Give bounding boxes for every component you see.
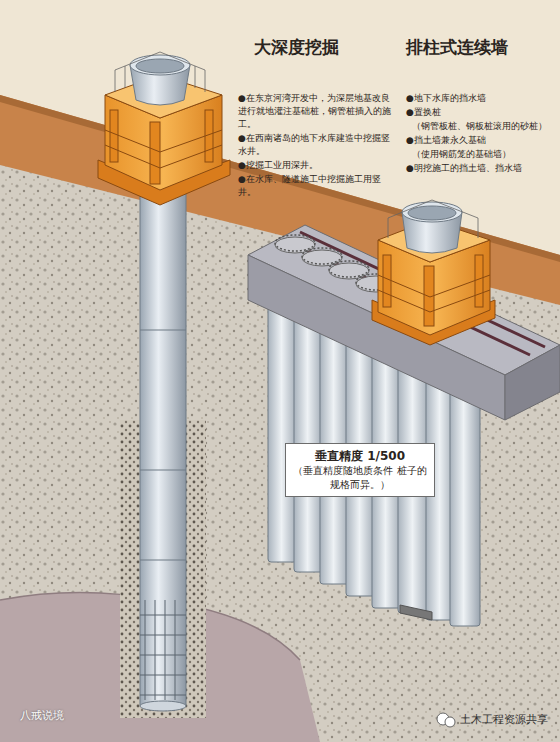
section-title: 排柱式连续墙 (406, 36, 508, 59)
box-heading: 垂直精度 1/500 (293, 448, 427, 464)
bullet-note: ●在东京河湾开发中，为深层地基改良进行就地灌注基础桩，钢管桩插入的施工。 (238, 92, 396, 131)
bullet-note: （使用钢筋笼的基础墙） (406, 148, 556, 161)
annotation-box: 垂直精度 1/500（垂直精度随地质条件 桩子的规格而异。） (285, 443, 435, 497)
bullet-note: ●在西南诸岛的地下水库建造中挖掘竖水井。 (238, 132, 396, 158)
bullet-note: ●在水库、隧道施工中挖掘施工用竖井。 (238, 173, 396, 199)
section-title: 大深度挖掘 (254, 36, 339, 59)
bullet-note: ●明挖施工的挡土墙、挡水墙 (406, 162, 556, 175)
bullet-note: ●挡土墙兼永久基础 (406, 134, 556, 147)
bullet-list: ●地下水库的挡水墙●置换桩（钢管板桩、钢板桩滚用的砂桩）●挡土墙兼永久基础（使用… (406, 92, 556, 176)
bullet-note: （钢管板桩、钢板桩滚用的砂桩） (406, 120, 556, 133)
bullet-note: ●挖掘工业用深井。 (238, 159, 396, 172)
bullet-note: ●地下水库的挡水墙 (406, 92, 556, 105)
watermark: 八戒说境 (20, 708, 64, 723)
box-note: （垂直精度随地质条件 桩子的规格而异。） (293, 464, 427, 492)
bullet-note: ●置换桩 (406, 106, 556, 119)
bullet-list: ●在东京河湾开发中，为深层地基改良进行就地灌注基础桩，钢管桩插入的施工。●在西南… (238, 92, 396, 200)
watermark: 土木工程资源共享 (460, 712, 548, 727)
